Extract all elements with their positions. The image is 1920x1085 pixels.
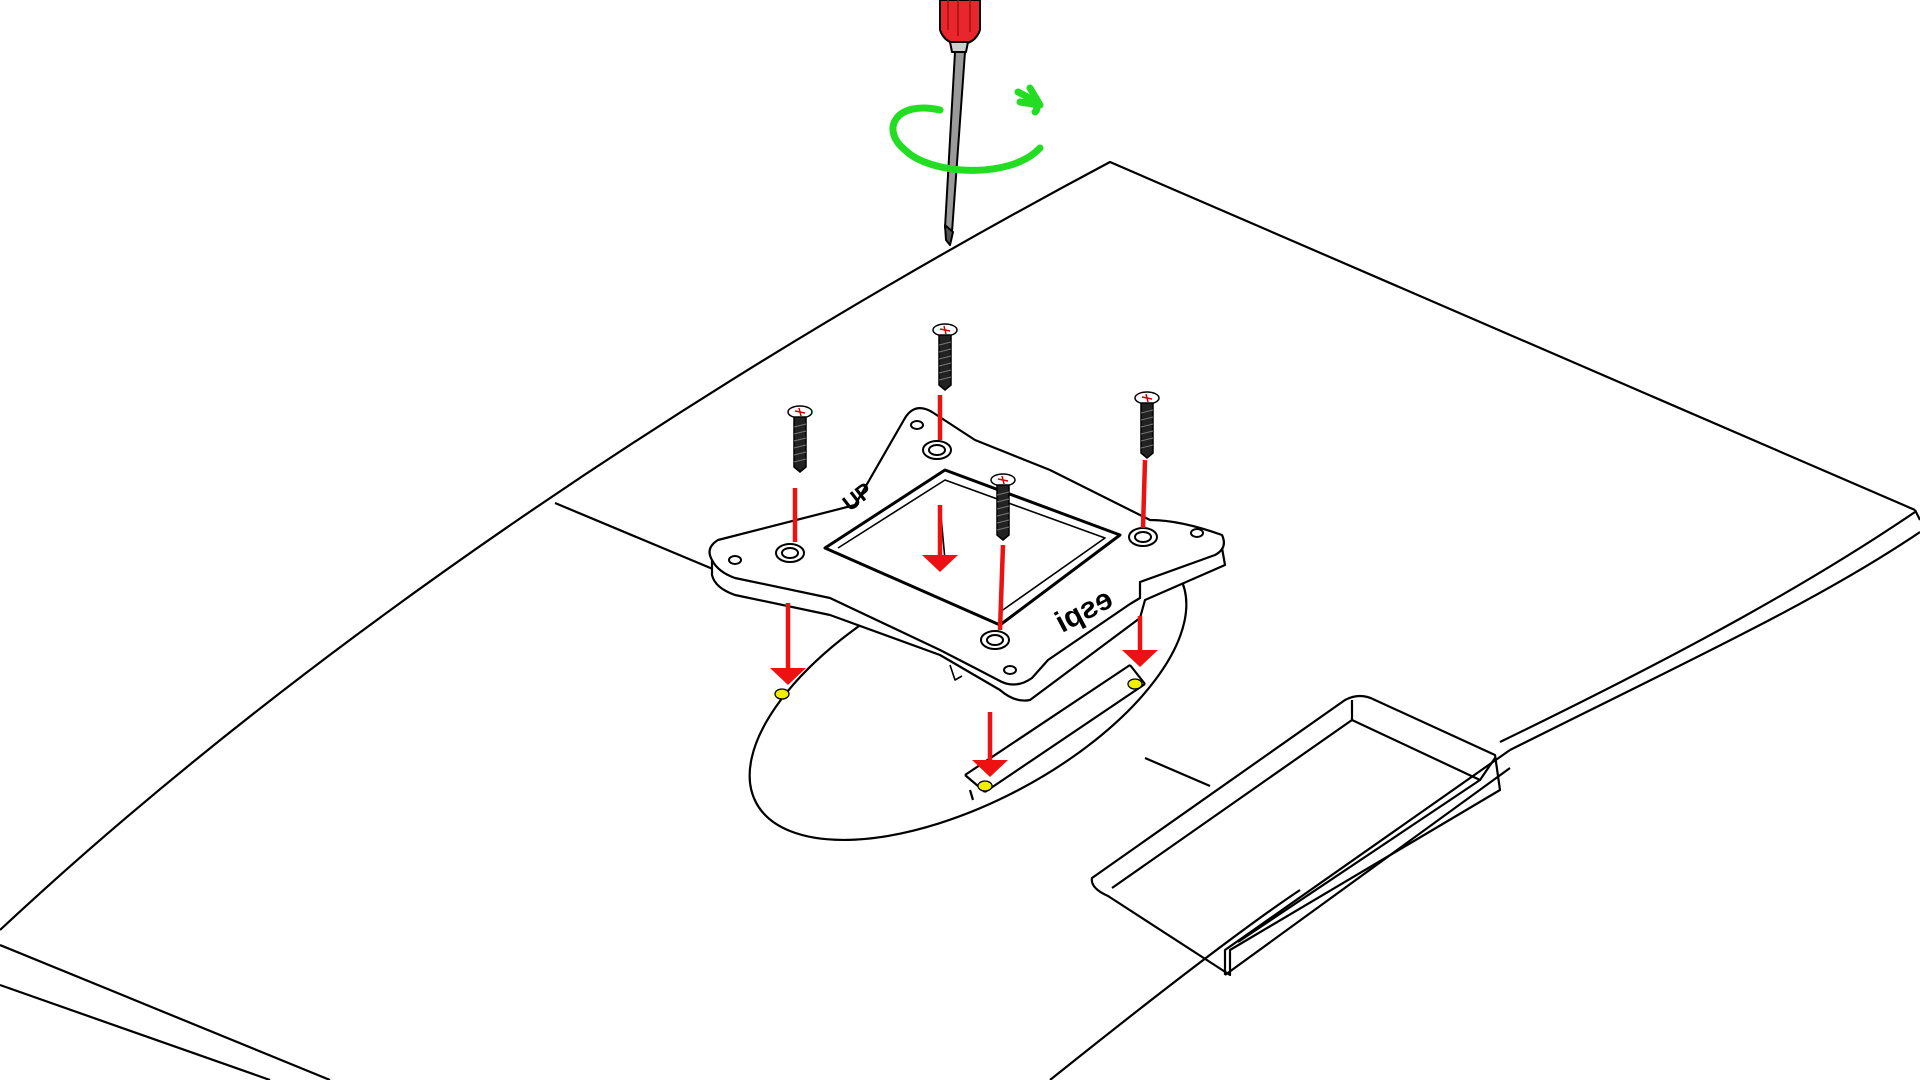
screw-icon	[787, 323, 1160, 541]
monitor-back-panel	[0, 160, 1920, 1082]
screw-hole-marker	[1127, 678, 1143, 690]
insertion-arrows	[770, 395, 1158, 777]
screw	[1134, 391, 1160, 459]
screw-hole-marker	[977, 780, 993, 792]
handle-recess	[1090, 694, 1502, 977]
down-arrow-icon	[1122, 459, 1158, 667]
screw	[932, 323, 958, 391]
rotate-clockwise-icon	[889, 84, 1044, 174]
screw	[787, 405, 813, 473]
screwdriver-icon	[939, 0, 981, 246]
down-arrow-icon	[972, 544, 1008, 777]
down-arrow-icon	[770, 488, 806, 685]
screw-hole-marker	[774, 688, 790, 700]
down-arrow-icon	[922, 395, 958, 572]
screw	[990, 473, 1016, 541]
vesa-adapter-bracket	[708, 407, 1227, 702]
